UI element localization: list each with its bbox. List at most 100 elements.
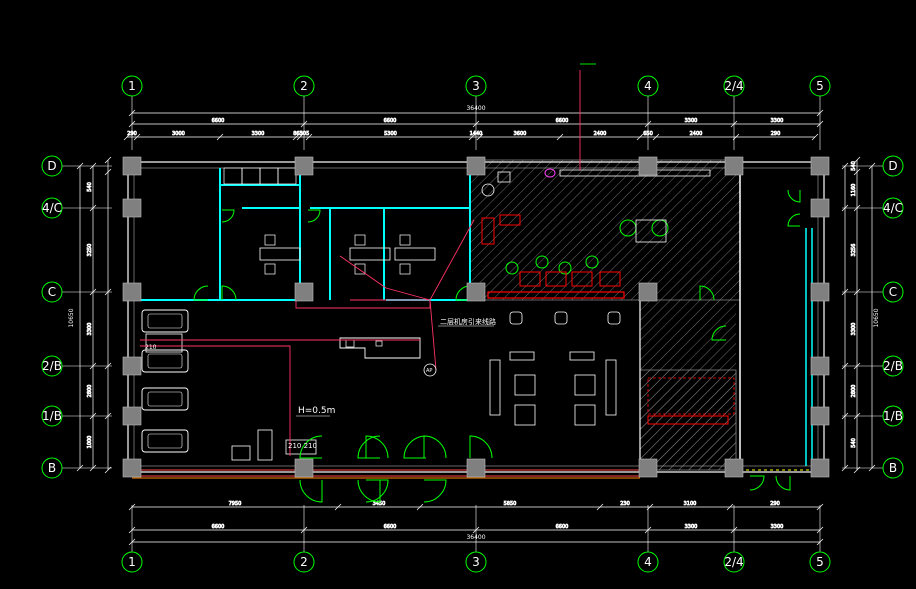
cable-route: [339, 255, 431, 301]
dim-text: 3300: [252, 131, 265, 137]
desk: [259, 247, 301, 261]
dim-text: 230: [620, 501, 630, 507]
structural-column: [638, 282, 658, 302]
door-swing: [221, 209, 235, 223]
lounge-table: [514, 374, 536, 396]
structural-column: [122, 156, 142, 176]
top-cabinets: [559, 169, 711, 177]
dim-tick: [123, 133, 131, 141]
structural-column: [466, 156, 486, 176]
grid-label-right: C: [889, 285, 897, 299]
dim-text: 3000: [172, 131, 185, 137]
grid-label-bottom: 2/4: [724, 555, 743, 569]
dim-tick: [636, 133, 644, 141]
grid-label-bottom: 2: [300, 555, 308, 569]
round-seat: [505, 261, 519, 275]
structural-column: [724, 156, 744, 176]
dim-text: 3250: [87, 244, 93, 257]
dim-tick: [128, 109, 136, 117]
equipment-box: [345, 339, 355, 348]
dim-tick: [853, 288, 861, 296]
dim-text: 3300: [851, 323, 857, 336]
chair: [354, 234, 366, 246]
dim-tick: [732, 133, 740, 141]
ap-symbol: [423, 363, 437, 377]
dim-tick: [841, 464, 849, 472]
entrance-door: [299, 479, 323, 503]
entrance-door: [299, 435, 323, 459]
lounge-table: [574, 374, 596, 396]
dim-text: 3450: [373, 501, 386, 507]
dim-text: 3300: [87, 323, 93, 336]
cabinet: [223, 167, 243, 185]
dim-text: 3256: [851, 244, 857, 257]
bench: [489, 359, 501, 416]
grid-label-right: B: [889, 461, 897, 475]
cable-route: [429, 299, 437, 371]
chair: [354, 263, 366, 275]
grid-bubble-right: [882, 155, 904, 177]
equipment-unit: [481, 217, 495, 245]
dim-tick: [853, 168, 861, 176]
service-counter: [487, 291, 625, 299]
cabinet-unit: [231, 445, 251, 461]
dim-text: 305: [300, 131, 310, 137]
cable-route: [140, 345, 291, 456]
dim-text: 865: [293, 131, 303, 137]
dim-tick: [646, 503, 654, 511]
dim-text: 3300: [685, 524, 698, 530]
grid-label-top: 2/4: [724, 79, 743, 93]
dim-tick: [853, 204, 861, 212]
grid-bubble-top: [809, 75, 831, 97]
dim-text: 1440: [470, 131, 483, 137]
dim-tick: [128, 526, 136, 534]
fixture: [497, 171, 511, 183]
equipment-unit: [545, 271, 567, 287]
dim-tick: [128, 538, 136, 546]
door-swing: [749, 475, 765, 491]
dim-tick: [76, 162, 84, 170]
lounge-table: [514, 404, 536, 426]
structural-column: [122, 356, 142, 376]
entrance-door: [403, 435, 427, 459]
dim-tick: [841, 362, 849, 370]
structural-column: [810, 356, 830, 376]
structural-column: [810, 458, 830, 478]
structural-column: [122, 406, 142, 426]
door-swing: [787, 213, 801, 227]
grid-bubble-bottom: [723, 551, 745, 573]
dim-tick: [644, 120, 652, 128]
reception-desk: [339, 337, 421, 359]
right-room-mask: [740, 160, 820, 470]
structural-column: [294, 458, 314, 478]
structural-column: [638, 458, 658, 478]
sofa-cushion: [147, 433, 183, 449]
grid-bubble-top: [723, 75, 745, 97]
fixture: [481, 183, 495, 197]
dim-tick: [104, 168, 112, 176]
grid-bubble-top: [121, 75, 143, 97]
grid-label-left: 2/B: [42, 359, 62, 373]
dim-text: 1160: [851, 184, 857, 197]
grid-label-top: 4: [644, 79, 652, 93]
grid-label-left: 4/C: [42, 201, 62, 215]
dim-tick: [300, 526, 308, 534]
door-swing: [193, 285, 209, 301]
grid-bubble-bottom: [809, 551, 831, 573]
dim-tick: [816, 538, 824, 546]
dim-tick: [296, 133, 304, 141]
sofa: [141, 429, 189, 453]
chair: [264, 263, 276, 275]
lounge-table: [574, 404, 596, 426]
grid-label-top: 1: [128, 79, 136, 93]
bench: [509, 351, 535, 361]
grid-bubble-top: [465, 75, 487, 97]
dim-text: 6600: [384, 524, 397, 530]
door-swing: [775, 475, 791, 491]
structural-column: [466, 282, 486, 302]
dim-tick: [104, 466, 112, 474]
grid-bubble-right: [882, 405, 904, 427]
bench: [605, 359, 617, 416]
grid-label-right: 1/B: [883, 409, 903, 423]
